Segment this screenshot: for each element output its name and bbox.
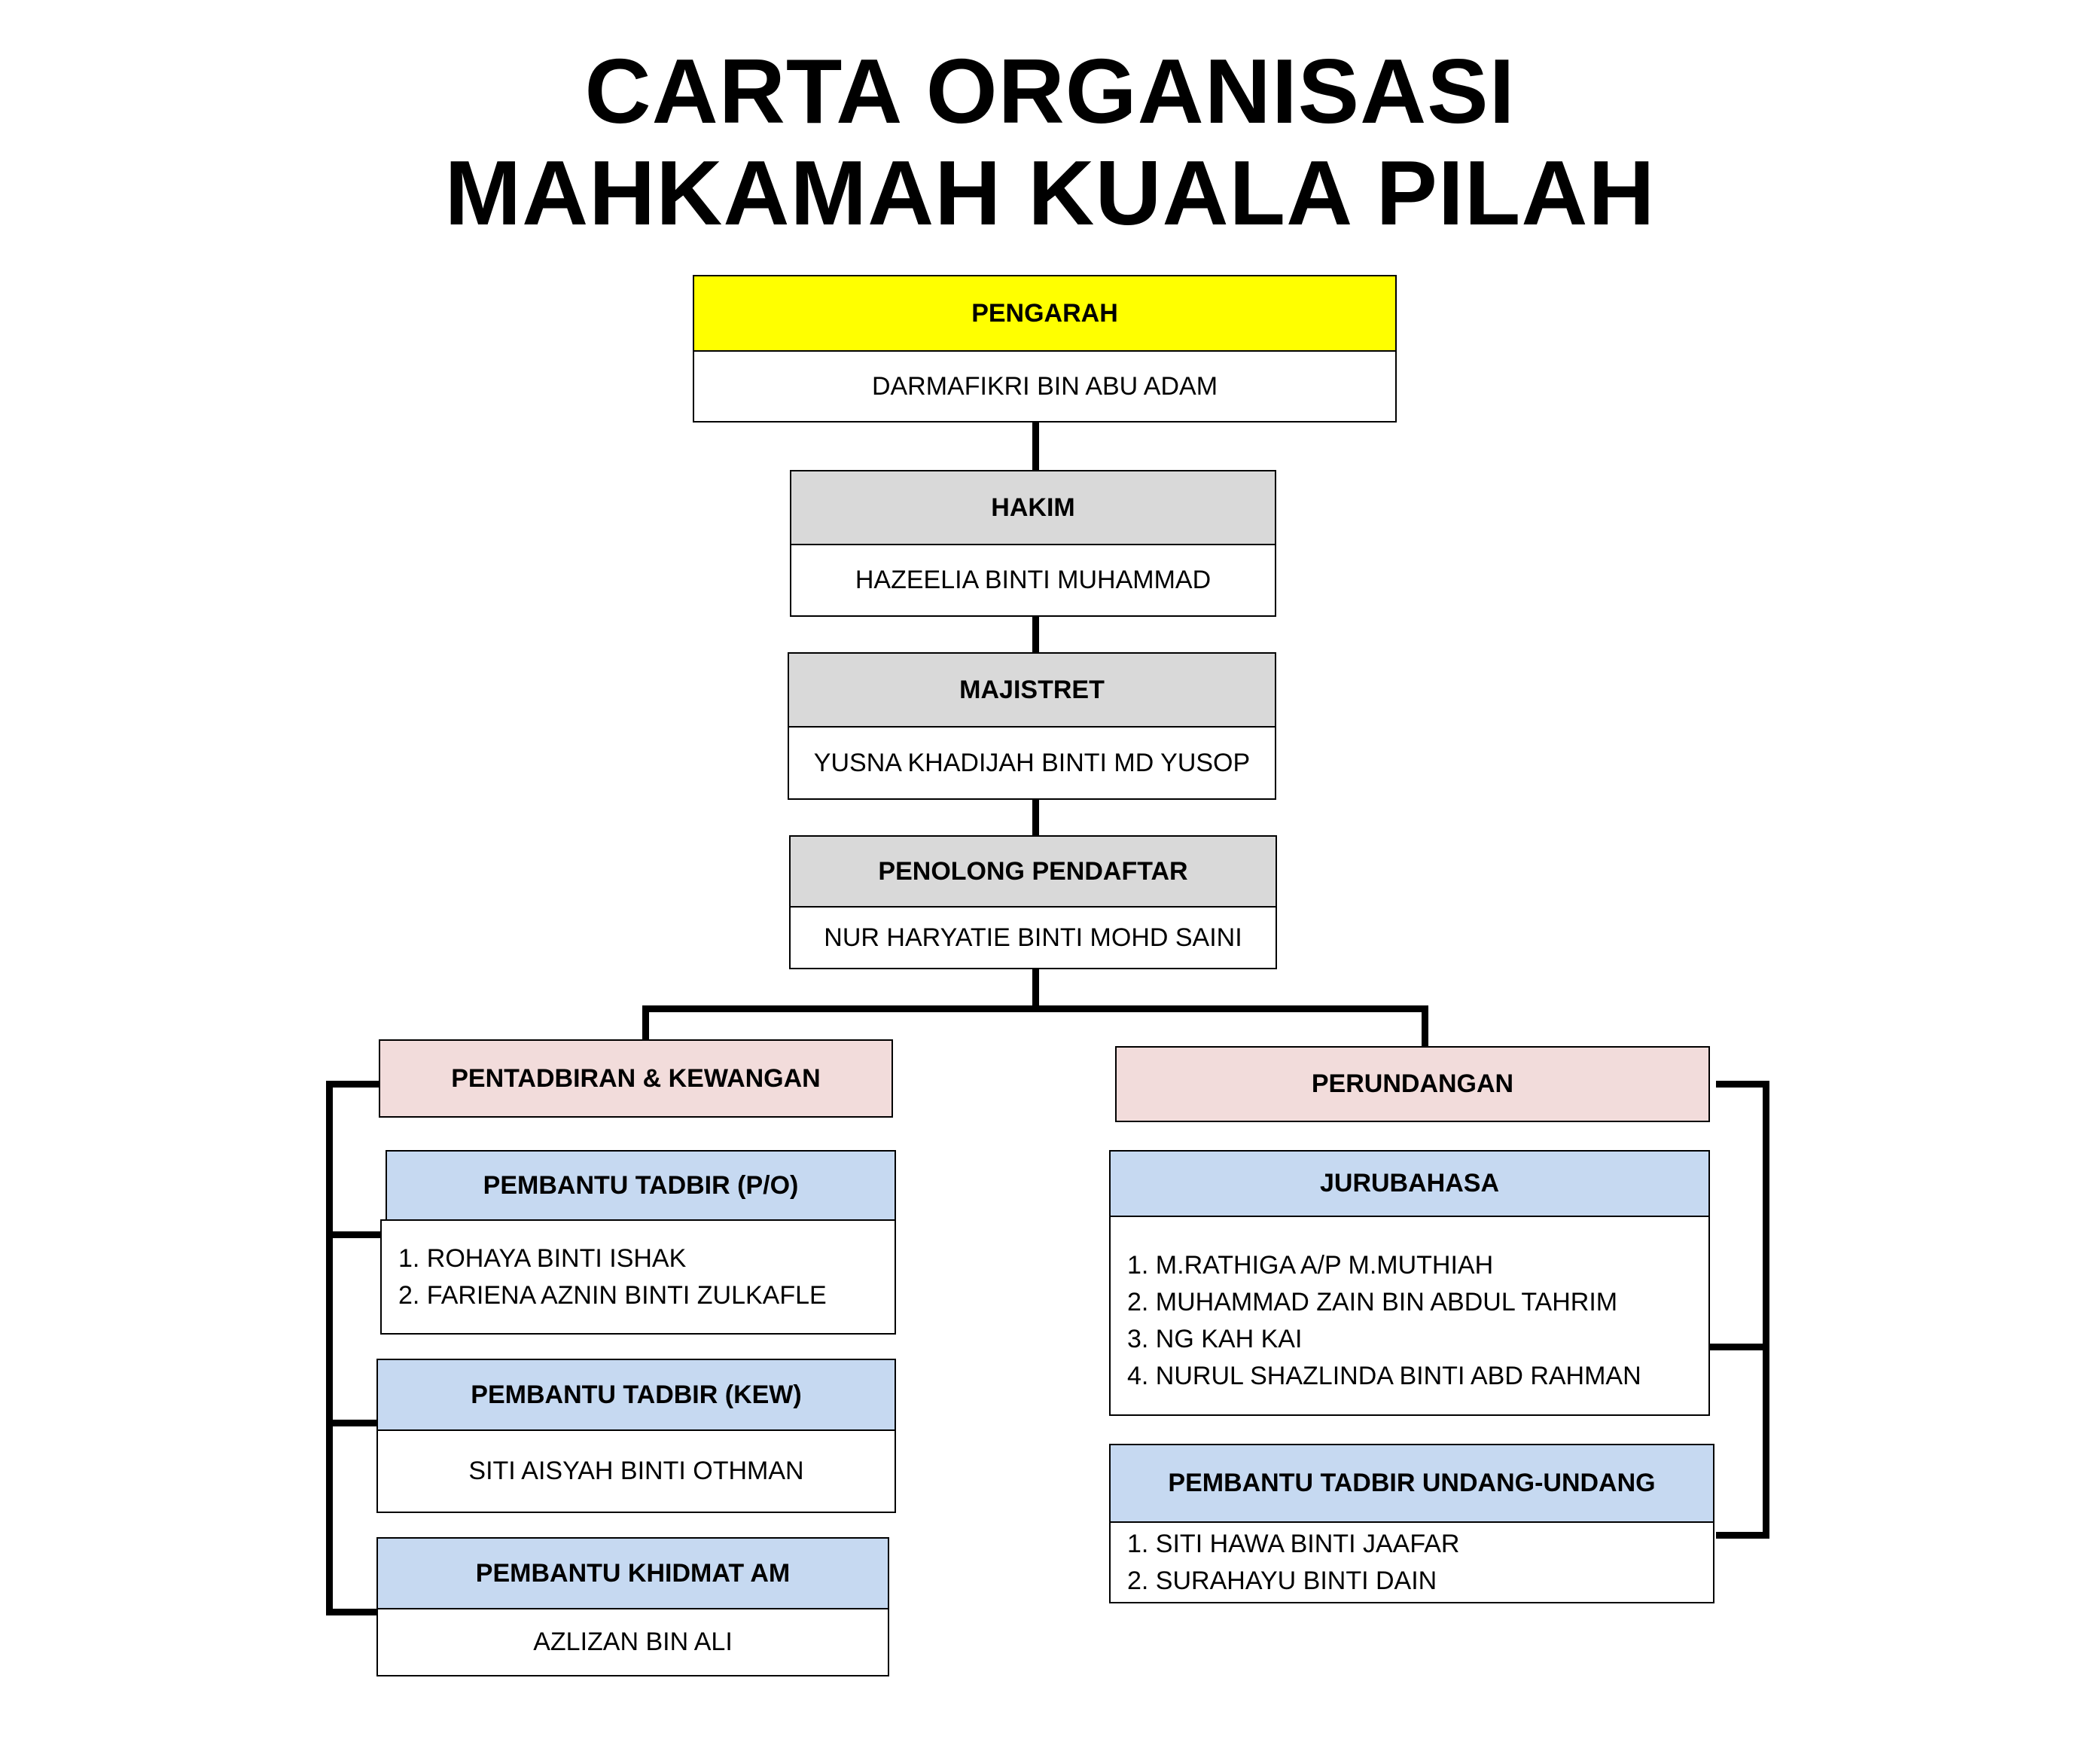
left-bracket-vertical <box>326 1081 333 1615</box>
staff-list-item: 1. SITI HAWA BINTI JAAFAR <box>1127 1529 1460 1558</box>
dept-perundangan: PERUNDANGAN <box>1115 1046 1710 1122</box>
penolong-pendaftar-box: PENOLONG PENDAFTAR NUR HARYATIE BINTI MO… <box>789 835 1277 969</box>
hakim-name: HAZEELIA BINTI MUHAMMAD <box>855 566 1212 594</box>
pengarah-role: PENGARAH <box>694 276 1395 352</box>
penolong-pendaftar-name: NUR HARYATIE BINTI MOHD SAINI <box>824 923 1242 952</box>
unit-ptuu-role: PEMBANTU TADBIR UNDANG-UNDANG <box>1111 1445 1713 1523</box>
majistret-role: MAJISTRET <box>789 654 1275 728</box>
unit-pt-kew-box: PEMBANTU TADBIR (KEW) SITI AISYAH BINTI … <box>376 1359 896 1513</box>
right-bracket-stub <box>1710 1344 1769 1350</box>
left-branch-drop <box>642 1005 649 1041</box>
penolong-pendaftar-role: PENOLONG PENDAFTAR <box>791 837 1276 908</box>
staff-list-item: 2. FARIENA AZNIN BINTI ZULKAFLE <box>398 1280 827 1310</box>
left-bracket-stub <box>326 1081 380 1088</box>
staff-list-item: 2. SURAHAYU BINTI DAIN <box>1127 1566 1437 1595</box>
pengarah-name: DARMAFIKRI BIN ABU ADAM <box>871 371 1218 401</box>
unit-khidmat-am-name: AZLIZAN BIN ALI <box>533 1628 733 1656</box>
chart-title-line1: CARTA ORGANISASI <box>584 40 1516 142</box>
unit-khidmat-am-box: PEMBANTU KHIDMAT AM AZLIZAN BIN ALI <box>376 1537 889 1676</box>
unit-pt-po-role: PEMBANTU TADBIR (P/O) <box>386 1150 896 1221</box>
unit-ptuu-names: 1. SITI HAWA BINTI JAAFAR 2. SURAHAYU BIN… <box>1111 1523 1713 1602</box>
chart-title-line2: MAHKAMAH KUALA PILAH <box>444 142 1656 244</box>
majistret-box: MAJISTRET YUSNA KHADIJAH BINTI MD YUSOP <box>788 652 1276 800</box>
staff-list-item: 2. MUHAMMAD ZAIN BIN ABDUL TAHRIM <box>1127 1288 1618 1316</box>
hakim-box: HAKIM HAZEELIA BINTI MUHAMMAD <box>790 470 1276 617</box>
right-bracket-vertical <box>1763 1081 1769 1539</box>
staff-list-item: 4. NURUL SHAZLINDA BINTI ABD RAHMAN <box>1127 1362 1641 1390</box>
unit-pt-po-names: 1. ROHAYA BINTI ISHAK 2. FARIENA AZNIN BI… <box>380 1219 896 1335</box>
majistret-name: YUSNA KHADIJAH BINTI MD YUSOP <box>813 748 1251 777</box>
branch-horizontal-connector <box>642 1005 1428 1012</box>
left-bracket-stub <box>326 1420 378 1426</box>
right-bracket-stub <box>1716 1532 1769 1539</box>
unit-ptuu-box: PEMBANTU TADBIR UNDANG-UNDANG 1. SITI HA… <box>1109 1444 1714 1603</box>
left-bracket-stub <box>326 1231 382 1238</box>
unit-pt-kew-name: SITI AISYAH BINTI OTHMAN <box>468 1457 804 1485</box>
unit-jurubahasa-box: JURUBAHASA 1. M.RATHIGA A/P M.MUTHIAH 2. … <box>1109 1150 1710 1416</box>
right-branch-drop <box>1422 1005 1428 1048</box>
unit-pt-kew-role: PEMBANTU TADBIR (KEW) <box>378 1360 895 1431</box>
staff-list-item: 3. NG KAH KAI <box>1127 1325 1303 1353</box>
unit-khidmat-am-role: PEMBANTU KHIDMAT AM <box>378 1539 888 1609</box>
right-bracket-stub <box>1716 1081 1769 1088</box>
left-bracket-stub <box>326 1609 378 1615</box>
pengarah-box: PENGARAH DARMAFIKRI BIN ABU ADAM <box>693 275 1397 423</box>
staff-list-item: 1. ROHAYA BINTI ISHAK <box>398 1243 687 1273</box>
unit-jurubahasa-names: 1. M.RATHIGA A/P M.MUTHIAH 2. MUHAMMAD ZA… <box>1111 1217 1708 1414</box>
staff-list-item: 1. M.RATHIGA A/P M.MUTHIAH <box>1127 1251 1494 1280</box>
hakim-role: HAKIM <box>791 471 1275 545</box>
unit-jurubahasa-role: JURUBAHASA <box>1111 1152 1708 1217</box>
dept-pentadbiran-kewangan: PENTADBIRAN & KEWANGAN <box>379 1039 893 1118</box>
